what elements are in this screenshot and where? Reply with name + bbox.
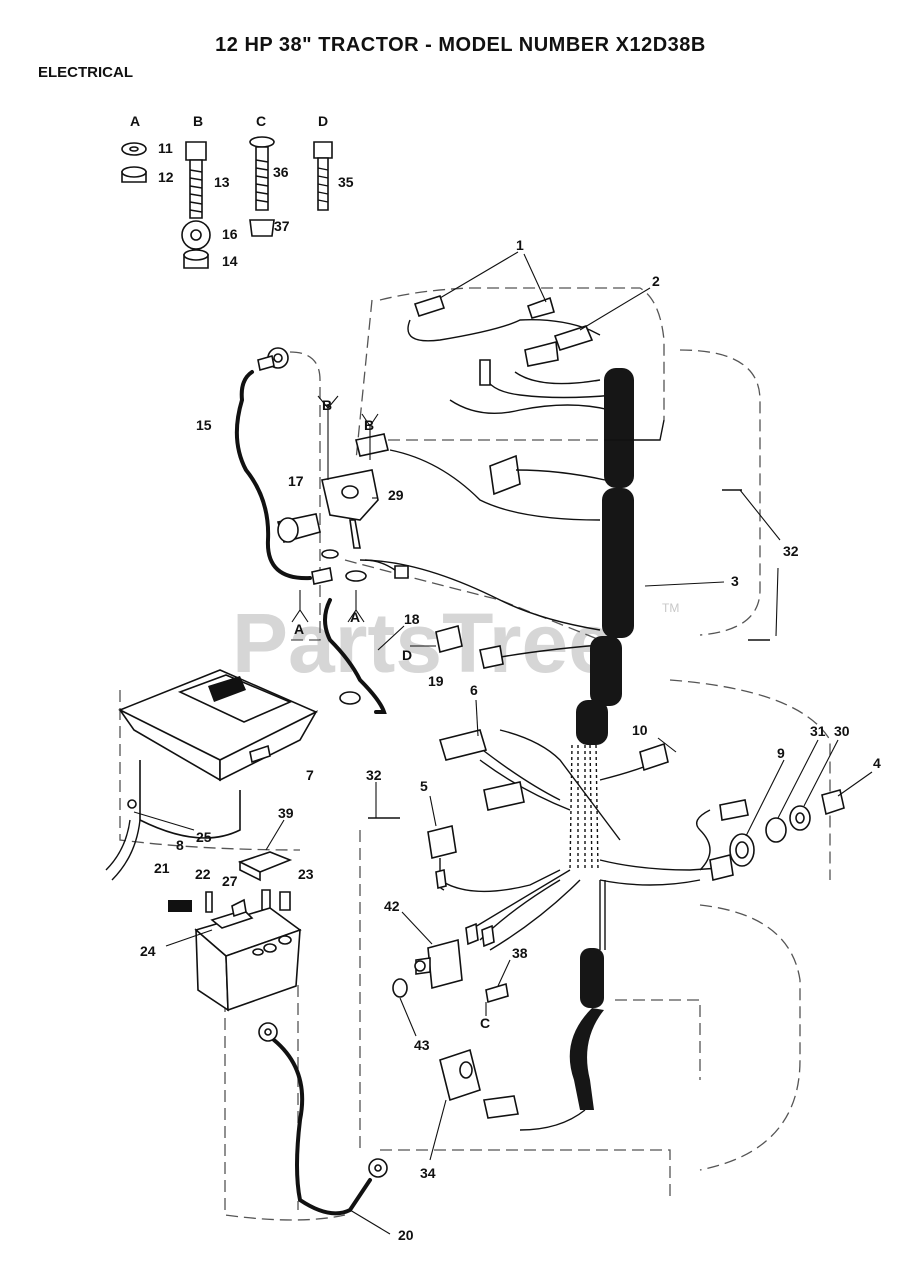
callout-15: 15 [196,417,212,433]
hardware-legend: A B C D 11 12 13 16 1 [121,113,354,269]
wire-clips-32 [368,489,781,819]
callout-9: 9 [777,745,785,761]
callout-43: 43 [414,1037,430,1053]
battery-24 [165,898,302,1012]
callout-16: 16 [222,226,238,242]
hardware-group-b-label: B [193,113,203,129]
callout-20: 20 [398,1227,414,1243]
callout-21: 21 [154,860,170,876]
callout-23: 23 [298,866,314,882]
callout-24: 24 [140,943,156,959]
carriage-bolt-thread [255,159,269,203]
socket-and-key [729,739,873,867]
callout-12: 12 [158,169,174,185]
clamp-38: C [480,959,511,1031]
watermark-trademark: TM [662,601,679,615]
ignition-switch-area: B B A A [276,395,409,637]
callout-labels: 1 2 3 4 5 6 7 8 9 10 15 17 18 19 20 21 2… [140,237,881,1243]
ref-letter-a-2: A [350,609,360,625]
callout-17: 17 [288,473,304,489]
carriage-bolt-head [249,136,275,148]
star-washer-hole [190,229,202,241]
cable-18 [323,598,405,714]
ref-letter-b-1: B [322,397,332,413]
callout-4: 4 [873,755,881,771]
hardware-group-c-label: C [256,113,266,129]
callout-36: 36 [273,164,289,180]
main-harness-wires [359,359,749,1131]
hex-bolt-head [185,141,207,161]
ground-cable-15 [234,347,333,585]
callout-13: 13 [214,174,230,190]
hex-nut-b-top [183,249,209,261]
hose-8-25 [105,799,195,881]
callout-1: 1 [516,237,524,253]
conduit-part [569,368,725,1110]
solenoid-34 [429,1048,481,1161]
ref-letter-b-2: B [364,417,374,433]
callout-2: 2 [652,273,660,289]
callout-7: 7 [306,767,314,783]
carriage-bolt-shank [255,146,269,211]
callout-34: 34 [420,1165,436,1181]
callout-35: 35 [338,174,354,190]
screw-d-thread [317,167,329,203]
callout-31: 31 [810,723,826,739]
callout-30: 30 [834,723,850,739]
hex-bolt-shank [189,159,203,219]
headlight-harness [407,251,651,367]
hardware-group-d-label: D [318,113,328,129]
hardware-group-a-label: A [130,113,140,129]
callout-39: 39 [278,805,294,821]
hex-nut-top [121,166,147,178]
screw-d-head [313,141,333,159]
battery-hardware [168,819,293,913]
callout-32-right: 32 [783,543,799,559]
callout-3: 3 [731,573,739,589]
callout-29: 29 [388,487,404,503]
callout-25: 25 [196,829,212,845]
lock-nut-c [249,219,275,237]
battery-box-7 [118,669,319,839]
ref-letter-c: C [480,1015,490,1031]
callout-18: 18 [404,611,420,627]
callout-32-left: 32 [366,767,382,783]
bolt-thread [189,169,203,213]
watermark-text: PartsTree [232,596,615,690]
callout-42: 42 [384,898,400,914]
callout-11: 11 [158,140,173,156]
callout-37: 37 [274,218,290,234]
callout-27: 27 [222,873,238,889]
callout-38: 38 [512,945,528,961]
callout-22: 22 [195,866,211,882]
ref-letter-a-1: A [294,621,304,637]
page-title: 12 HP 38" TRACTOR - MODEL NUMBER X12D38B [215,34,706,56]
battery-cable-20 [258,1022,391,1235]
section-label: ELECTRICAL [38,64,133,81]
callout-19: 19 [428,673,444,689]
switch-connectors: D [402,625,677,891]
callout-8: 8 [176,837,184,853]
callout-10: 10 [632,722,648,738]
callout-5: 5 [420,778,428,794]
callout-6: 6 [470,682,478,698]
washer-hole [129,146,139,152]
pto-switch-42 [392,911,463,1037]
callout-14: 14 [222,253,238,269]
ref-letter-d: D [402,647,412,663]
